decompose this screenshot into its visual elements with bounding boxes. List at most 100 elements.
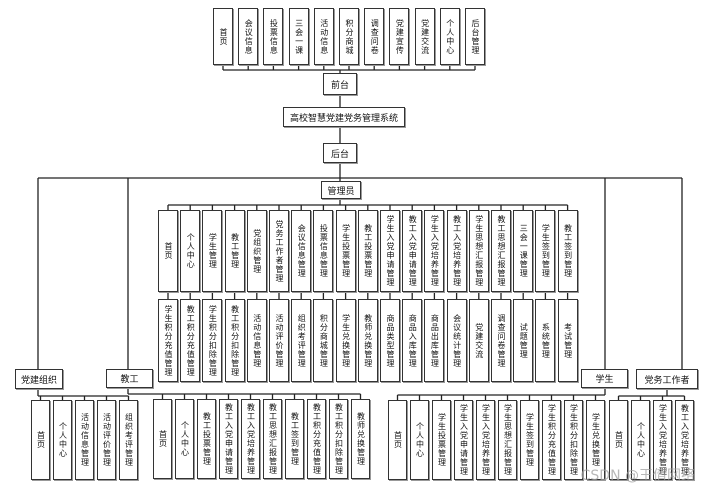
frontend-node: 前台 — [323, 73, 357, 95]
admin-module-label: 积分商城管理 — [319, 313, 329, 368]
admin-module-label: 首页 — [164, 242, 173, 260]
admin-module-label: 教工思想汇报管理 — [497, 215, 506, 287]
admin-module: 三会一课管理 — [513, 210, 534, 292]
admin-node: 管理员 — [321, 181, 361, 199]
admin-module-label: 教工入党培养管理 — [452, 215, 462, 287]
student-module: 个人中心 — [410, 400, 429, 480]
admin-module: 教工签到管理 — [557, 210, 578, 292]
party-worker-module: 教工入党培养管理 — [675, 400, 694, 480]
frontend-module-label: 积分商城 — [345, 18, 354, 55]
party-worker-module: 个人中心 — [631, 400, 650, 480]
admin-module: 试题管理 — [513, 299, 534, 382]
party-org-node-label: 党建组织 — [20, 375, 57, 386]
staff-node-label: 教工 — [120, 375, 139, 385]
frontend-module-label: 三会一课 — [294, 18, 304, 55]
party-org-module-label: 组织考评管理 — [124, 413, 134, 467]
frontend-module-label: 活动信息 — [319, 18, 329, 55]
admin-module: 教工入党培养管理 — [446, 210, 467, 292]
student-module-label: 学生入党申请管理 — [459, 404, 469, 476]
student-module: 学生思想汇报管理 — [498, 400, 517, 480]
admin-module-label: 学生思想汇报管理 — [474, 215, 484, 287]
frontend-module: 首页 — [213, 8, 233, 65]
frontend-module: 投票信息 — [263, 8, 284, 65]
admin-module: 学生签到管理 — [535, 210, 556, 292]
party-worker-node-label: 党务工作者 — [644, 375, 690, 386]
student-module: 学生入党申请管理 — [454, 400, 473, 480]
admin-module-label: 商品入库管理 — [408, 313, 418, 368]
staff-module: 教工投票管理 — [197, 399, 216, 479]
admin-module: 教工思想汇报管理 — [491, 210, 511, 292]
admin-module-label: 商品类型管理 — [386, 313, 395, 368]
admin-module-label: 会议统计管理 — [452, 313, 462, 368]
admin-module: 活动评价管理 — [269, 299, 289, 382]
party-org-module: 活动信息管理 — [75, 400, 94, 480]
student-node-label: 学生 — [595, 375, 614, 385]
staff-module-label: 教工思想汇报管理 — [268, 403, 278, 475]
frontend-module: 党建交流 — [414, 8, 435, 65]
admin-module: 投票信息管理 — [313, 210, 334, 292]
admin-module-label: 投票信息管理 — [319, 224, 329, 278]
admin-module: 系统管理 — [535, 299, 556, 382]
admin-module-label: 试题管理 — [519, 322, 529, 359]
admin-module: 积分商城管理 — [313, 299, 334, 382]
admin-module-label: 教工签到管理 — [563, 224, 573, 278]
admin-module: 学生入党培养管理 — [424, 210, 445, 292]
party-org-module: 组织考评管理 — [119, 400, 138, 480]
student-module-label: 学生思想汇报管理 — [503, 404, 513, 476]
admin-module-label: 学生入党培养管理 — [430, 215, 440, 287]
student-module-label: 学生兑换管理 — [591, 413, 601, 467]
staff-module-label: 教师兑换管理 — [356, 412, 366, 466]
admin-module-label: 三会一课管理 — [519, 224, 529, 278]
admin-module-label: 学生兑换管理 — [341, 313, 351, 368]
party-org-node: 党建组织 — [15, 369, 63, 389]
admin-module-label: 党组织管理 — [252, 228, 262, 274]
frontend-module: 积分商城 — [339, 8, 359, 65]
party-worker-node: 党务工作者 — [636, 369, 698, 389]
party-org-module: 活动评价管理 — [97, 400, 116, 480]
admin-module: 教工入党申请管理 — [402, 210, 423, 292]
admin-module: 商品入库管理 — [402, 299, 423, 382]
admin-module: 商品类型管理 — [380, 299, 400, 382]
frontend-node-label: 前台 — [330, 80, 349, 91]
frontend-module-label: 首页 — [219, 27, 228, 46]
admin-module: 考试管理 — [557, 299, 578, 382]
student-module: 学生签到管理 — [520, 400, 539, 480]
staff-module-label: 首页 — [158, 430, 168, 448]
admin-module-label: 个人中心 — [186, 233, 196, 269]
student-node: 学生 — [581, 369, 628, 388]
admin-module: 学生兑换管理 — [335, 299, 356, 382]
party-worker-module: 学生入党培养管理 — [653, 400, 672, 480]
party-org-module: 个人中心 — [53, 400, 72, 480]
admin-module-label: 会议信息管理 — [297, 224, 307, 278]
admin-module-label: 教师兑换管理 — [363, 313, 373, 368]
admin-module-label: 活动信息管理 — [252, 313, 262, 368]
party-worker-module-label: 学生入党培养管理 — [658, 404, 668, 476]
party-org-module-label: 首页 — [36, 431, 46, 449]
admin-module: 会议统计管理 — [446, 299, 467, 382]
staff-module: 首页 — [153, 399, 172, 479]
frontend-module-label: 后台管理 — [471, 18, 480, 55]
frontend-module-label: 个人中心 — [445, 18, 455, 55]
admin-module: 教师兑换管理 — [357, 299, 378, 382]
admin-module: 调查问卷管理 — [491, 299, 511, 382]
staff-module: 教工积分充值管理 — [307, 399, 326, 479]
student-module: 学生入党培养管理 — [476, 400, 495, 480]
student-module-label: 个人中心 — [415, 422, 425, 458]
backend-node-label: 后台 — [330, 149, 349, 160]
staff-module: 教工积分扣除管理 — [329, 399, 348, 479]
admin-module-label: 学生签到管理 — [541, 224, 551, 278]
frontend-module-label: 调查问卷 — [370, 18, 380, 55]
admin-module-label: 学生入党申请管理 — [386, 215, 395, 287]
frontend-module: 党建宣传 — [389, 8, 410, 65]
student-module-label: 学生签到管理 — [525, 413, 535, 467]
staff-module-label: 教工入党申请管理 — [224, 403, 234, 475]
staff-node: 教工 — [106, 369, 153, 388]
frontend-module: 后台管理 — [465, 8, 485, 65]
admin-module: 组织考评管理 — [291, 299, 312, 382]
admin-module: 学生管理 — [202, 210, 223, 292]
staff-module-label: 个人中心 — [180, 421, 190, 457]
frontend-module: 活动信息 — [313, 8, 334, 65]
student-module-label: 学生入党培养管理 — [481, 404, 491, 476]
